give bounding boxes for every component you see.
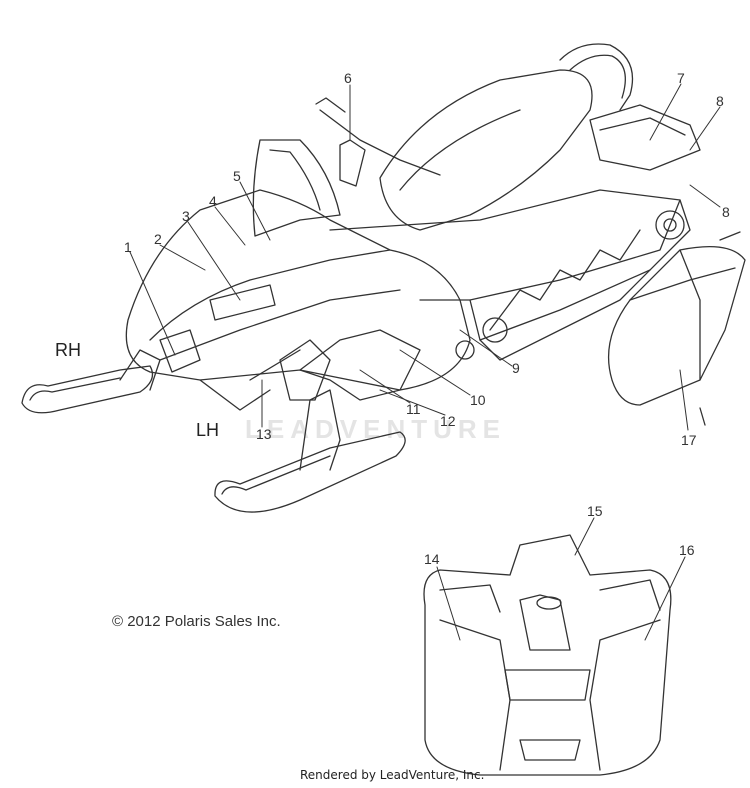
callout-8-bottom: 8 <box>722 204 730 220</box>
callout-leader-lines <box>129 83 721 641</box>
rear-bag-drawing <box>423 534 672 776</box>
callout-16: 16 <box>679 542 695 558</box>
callout-15: 15 <box>587 503 603 519</box>
lh-label: LH <box>196 420 220 440</box>
rendered-by-text: Rendered by LeadVenture, Inc. <box>300 768 485 782</box>
callout-5: 5 <box>233 168 241 184</box>
watermark-text: LEADVENTURE <box>245 414 507 444</box>
callout-10: 10 <box>470 392 486 408</box>
callout-4: 4 <box>209 193 217 209</box>
callout-6: 6 <box>344 70 352 86</box>
callout-17: 17 <box>681 432 697 448</box>
snowmobile-body-drawing <box>21 43 701 513</box>
fuel-can-drawing <box>607 231 746 426</box>
callout-7: 7 <box>677 70 685 86</box>
callout-12: 12 <box>440 413 456 429</box>
callout-8-top: 8 <box>716 93 724 109</box>
callout-9: 9 <box>512 360 520 376</box>
callout-11: 11 <box>406 401 421 417</box>
callout-1: 1 <box>124 239 132 255</box>
rh-label: RH <box>55 340 81 360</box>
callout-13: 13 <box>256 426 272 442</box>
callout-14: 14 <box>424 551 440 567</box>
callout-3: 3 <box>182 208 190 224</box>
copyright-text: © 2012 Polaris Sales Inc. <box>112 613 281 630</box>
callout-2: 2 <box>154 231 162 247</box>
